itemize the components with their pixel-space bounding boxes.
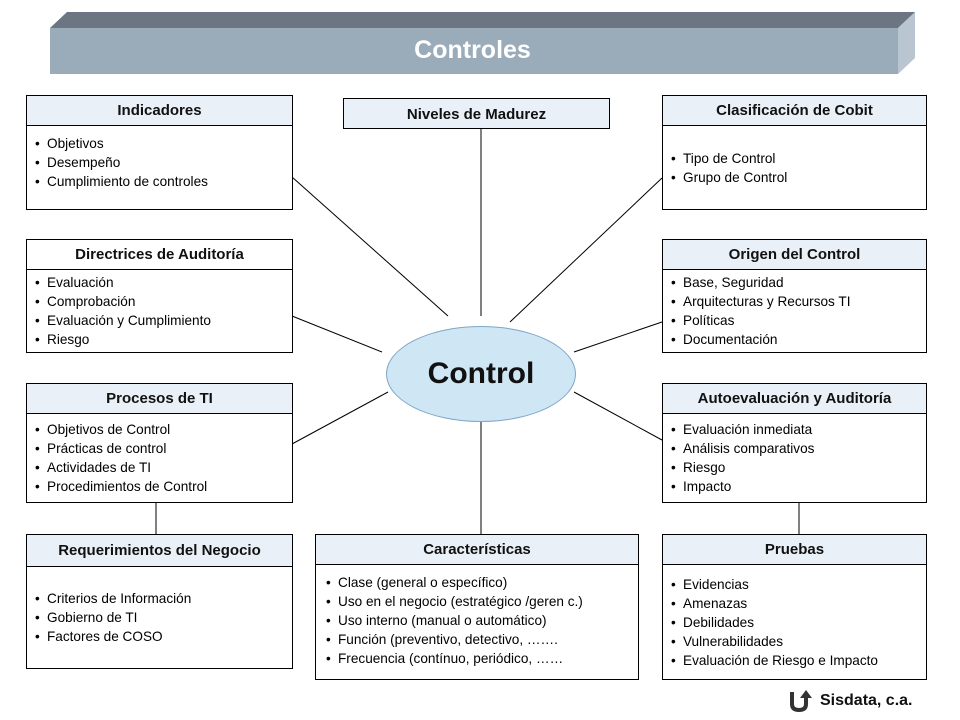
item-list: Clase (general o específico) Uso en el n… [316,565,638,668]
item-list: Objetivos de Control Prácticas de contro… [27,414,292,496]
box-origen: Origen del Control Base, Seguridad Arqui… [662,239,927,353]
list-item: Objetivos de Control [35,420,292,439]
list-item: Grupo de Control [671,168,926,187]
box-title: Indicadores [27,96,292,126]
box-title: Clasificación de Cobit [663,96,926,126]
line-origen [573,321,663,353]
box-requerimientos: Requerimientos del Negocio Criterios de … [26,534,293,669]
list-item: Comprobación [35,292,292,311]
box-pruebas: Pruebas Evidencias Amenazas Debilidades … [662,534,927,680]
list-item: Riesgo [671,458,926,477]
box-title: Autoevaluación y Auditoría [663,384,926,414]
list-item: Evaluación inmediata [671,420,926,439]
list-item: Frecuencia (contínuo, periódico, …… [326,649,638,668]
list-item: Documentación [671,330,926,349]
list-item: Uso interno (manual o automático) [326,611,638,630]
list-item: Base, Seguridad [671,273,926,292]
item-list: Base, Seguridad Arquitecturas y Recursos… [663,270,926,349]
list-item: Factores de COSO [35,627,292,646]
list-item: Prácticas de control [35,439,292,458]
box-procesos: Procesos de TI Objetivos de Control Prác… [26,383,293,503]
list-item: Tipo de Control [671,149,926,168]
box-title: Origen del Control [663,240,926,270]
list-item: Vulnerabilidades [671,632,926,651]
u-turn-arrow-icon [790,690,812,713]
list-item: Amenazas [671,594,926,613]
center-node: Control [386,326,576,422]
brand: Sisdata, c.a. [788,687,913,715]
center-label: Control [427,357,535,390]
list-item: Procedimientos de Control [35,477,292,496]
list-item: Riesgo [35,330,292,349]
list-item: Análisis comparativos [671,439,926,458]
title-banner: Controles [50,10,915,74]
list-item: Evaluación y Cumplimiento [35,311,292,330]
box-title: Directrices de Auditoría [27,240,292,270]
line-indicadores [291,176,449,317]
list-item: Evaluación [35,273,292,292]
box-title: Niveles de Madurez [406,106,547,123]
list-item: Clase (general o específico) [326,573,638,592]
list-item: Actividades de TI [35,458,292,477]
item-list: Tipo de Control Grupo de Control [663,126,926,187]
item-list: Evaluación inmediata Análisis comparativ… [663,414,926,496]
line-procesos [291,391,389,445]
list-item: Debilidades [671,613,926,632]
item-list: Evidencias Amenazas Debilidades Vulnerab… [663,565,926,670]
item-list: Objetivos Desempeño Cumplimiento de cont… [27,126,292,191]
list-item: Políticas [671,311,926,330]
box-caracteristicas: Características Clase (general o específ… [315,534,639,680]
list-item: Uso en el negocio (estratégico /geren c.… [326,592,638,611]
list-item: Función (preventivo, detectivo, ……. [326,630,638,649]
line-autoevaluacion [573,391,663,441]
box-directrices: Directrices de Auditoría Evaluación Comp… [26,239,293,353]
list-item: Criterios de Información [35,589,292,608]
list-item: Desempeño [35,153,292,172]
box-indicadores: Indicadores Objetivos Desempeño Cumplimi… [26,95,293,210]
box-clasificacion: Clasificación de Cobit Tipo de Control G… [662,95,927,210]
box-niveles: Niveles de Madurez [343,98,610,129]
list-item: Arquitecturas y Recursos TI [671,292,926,311]
list-item: Gobierno de TI [35,608,292,627]
item-list: Criterios de Información Gobierno de TI … [27,567,292,646]
list-item: Objetivos [35,134,292,153]
item-list: Evaluación Comprobación Evaluación y Cum… [27,270,292,349]
page-title: Controles [414,36,531,64]
list-item: Evidencias [671,575,926,594]
list-item: Impacto [671,477,926,496]
list-item: Evaluación de Riesgo e Impacto [671,651,926,670]
box-title: Requerimientos del Negocio [27,535,292,567]
box-autoevaluacion: Autoevaluación y Auditoría Evaluación in… [662,383,927,503]
list-item: Cumplimiento de controles [35,172,292,191]
banner-shape [50,12,915,74]
line-clasificacion [509,177,663,323]
box-title: Características [316,535,638,565]
box-title: Procesos de TI [27,384,292,414]
brand-label: Sisdata, c.a. [820,692,913,709]
box-title: Pruebas [663,535,926,565]
line-directrices [291,315,383,353]
